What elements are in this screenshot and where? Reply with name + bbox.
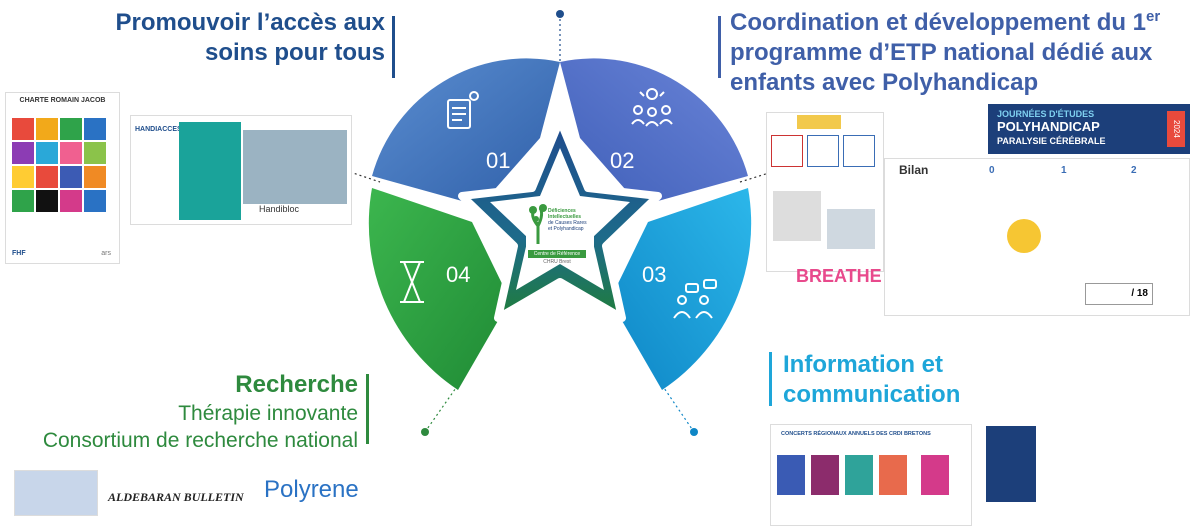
center-line-3: de Causes Rares [548,220,587,226]
discussion-icon [673,279,717,319]
flowchart-photo-2 [827,209,875,249]
bilan-col-1: 1 [1061,165,1067,176]
connector-dot-top [556,10,564,18]
segment-02[interactable] [560,58,748,206]
concert-poster-1 [777,455,805,495]
flowchart-box-3 [807,135,839,167]
charte-logo-fhf: FHF [12,250,26,257]
handibloc-caption: Handibloc [259,204,300,214]
connector-left [349,171,381,183]
concert-poster-2 [811,455,839,495]
bilan-col-0: 0 [989,165,995,176]
concert-poster-3 [845,455,873,495]
central-diagram [349,10,773,436]
journees-title-3: PARALYSIE CÉRÉBRALE [997,136,1106,146]
bilan-title: Bilan [899,163,929,177]
section-4-title-block: Recherche Thérapie innovante Consortium … [10,370,358,455]
etp-flowchart-thumbnail[interactable] [766,112,884,272]
center-line-1: Déficiences [548,208,576,214]
journees-title-1: JOURNÉES D'ÉTUDES [997,109,1095,119]
section-2-title-main: Coordination et développement du 1 [730,9,1147,36]
aldebaran-bulletin-logo: ALDEBARAN BULLETIN [108,490,244,504]
segment-01[interactable] [372,58,560,206]
connector-bottom-right [661,384,695,433]
connector-dot-bottom-right [690,428,698,436]
flowchart-photo-1 [773,191,821,241]
section-4-divider [366,374,369,444]
connector-bottom-left [424,384,459,433]
section-1-divider [392,16,395,78]
bilan-thumbnail[interactable]: Bilan 0 1 2 / 18 [884,158,1190,316]
segment-04[interactable] [368,188,510,390]
handiacces-thumbnail[interactable]: HANDIACCES29 Handibloc [130,115,352,225]
concerts-title: CONCERTS RÉGIONAUX ANNUELS DES CRDI BRET… [781,431,931,437]
center-badge: Centre de Référence [528,250,586,258]
segment-02-number: 02 [610,148,635,173]
concerts-thumbnail[interactable]: CONCERTS RÉGIONAUX ANNUELS DES CRDI BRET… [770,424,972,526]
concert-poster-5 [921,455,949,495]
center-org: CHRU Brest [543,259,571,265]
center-line-4: et Polyhandicap [548,226,584,232]
charte-title: CHARTE ROMAIN JACOB [19,97,106,104]
event-poster-thumbnail[interactable] [986,426,1036,502]
segment-03-number: 03 [642,262,667,287]
charte-logo-ars: ars [101,250,111,257]
section-2-title: Coordination et développement du 1er pro… [730,8,1190,98]
journees-banner[interactable]: JOURNÉES D'ÉTUDES POLYHANDICAP PARALYSIE… [988,104,1190,154]
segment-03[interactable] [610,188,752,390]
polyrene-logo: Polyrene [264,476,359,503]
section-1-title: Promouvoir l’accès aux soins pour tous [115,9,385,66]
section-2-divider [718,16,721,78]
section-4-subtitle-1: Thérapie innovante [178,402,358,425]
concert-poster-4 [879,455,907,495]
breathe-logo: BREATHE [796,266,882,286]
charte-thumbnail[interactable]: CHARTE ROMAIN JACOB FHF ars [5,92,120,264]
connector-dot-bottom-left [421,428,429,436]
flowchart-box-2 [771,135,803,167]
journees-title-2: POLYHANDICAP [997,119,1100,134]
hourglass-icon [400,261,424,303]
center-text: Déficiences Intellectuelles de Causes Ra… [548,208,596,232]
puzzle-image [12,118,106,212]
smiley-face-icon [1007,219,1041,253]
section-4-subtitle-2: Consortium de recherche national [42,429,358,453]
document-person-icon [447,91,479,129]
handiacces-booklet [179,122,241,220]
connector-right [739,171,773,183]
handibloc-photo [243,130,347,204]
section-2-title-rest: programme d’ETP national dédié aux enfan… [730,39,1153,96]
center-line-2: Intellectuelles [548,214,582,220]
group-people-icon [631,88,673,127]
flowchart-box-4 [843,135,875,167]
flowchart-box-1 [797,115,841,129]
handiacces-title: HANDIACCES29 [135,126,190,133]
segment-01-number: 01 [486,148,511,173]
section-3-divider [769,352,772,406]
research-logo-thumbnail[interactable] [14,470,98,516]
section-4-title: Recherche [235,371,358,398]
journees-year: 2024 [1167,111,1185,147]
segment-04-number: 04 [446,262,471,287]
section-3-title: Information et communication [783,351,961,408]
bilan-score: / 18 [1085,283,1153,305]
section-2-title-sup: er [1146,8,1161,25]
bilan-col-2: 2 [1131,165,1137,176]
